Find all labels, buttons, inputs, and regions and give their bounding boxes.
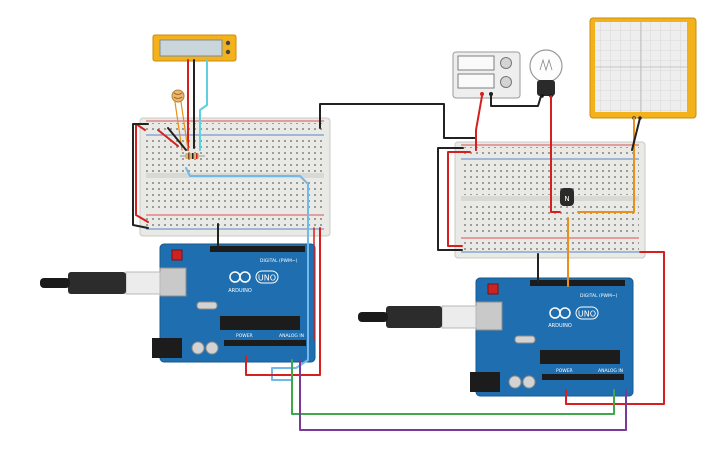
lcd-pin-icon — [225, 49, 231, 55]
wire-purple — [299, 359, 627, 431]
usb-port — [475, 301, 503, 331]
capacitor-icon — [522, 375, 536, 389]
power-supply[interactable] — [452, 51, 521, 99]
reset-button[interactable] — [171, 249, 183, 261]
power-analog-header — [224, 340, 306, 346]
power-jack — [470, 372, 500, 392]
left-usb-cable — [40, 271, 161, 295]
analog-label: ANALOG IN — [598, 368, 623, 374]
wire-lcd-cyan — [199, 59, 208, 151]
wire-scope-orange — [577, 117, 635, 213]
logo-text: ARDUINO — [228, 288, 252, 294]
transistor[interactable]: N — [560, 188, 574, 206]
capacitor-icon — [508, 375, 522, 389]
microcontroller-chip — [540, 350, 620, 364]
wire-right-rail-black — [437, 147, 464, 251]
lcd-display[interactable] — [152, 34, 237, 62]
wire-ps-red — [475, 95, 483, 151]
power-analog-header — [542, 374, 624, 380]
photoresistor[interactable] — [171, 89, 185, 103]
reset-button[interactable] — [487, 283, 499, 295]
arduino-logo-icon — [229, 271, 251, 283]
crystal-icon — [196, 301, 218, 310]
wire-bridge-black — [319, 103, 477, 151]
left-arduino[interactable]: UNO ARDUINO DIGITAL (PWM~) POWER ANALOG … — [152, 243, 316, 363]
wire-bulb-red — [550, 95, 561, 213]
digital-header — [210, 246, 305, 252]
wire-scope-black — [631, 117, 641, 151]
right-arduino[interactable]: UNO ARDUINO DIGITAL (PWM~) POWER ANALOG … — [470, 277, 634, 397]
wire-left-rail-black — [132, 123, 149, 229]
power-label: POWER — [236, 333, 253, 339]
wire-left-rail-red — [157, 129, 179, 147]
arduino-logo-icon — [549, 307, 571, 319]
microcontroller-chip — [220, 316, 300, 330]
wire-right-5v — [565, 251, 665, 405]
wire-left-rail-red — [135, 123, 149, 223]
usb-port — [159, 267, 187, 297]
wire-green — [291, 359, 615, 415]
power-label: POWER — [556, 368, 573, 374]
wire-ldr-leg — [174, 101, 183, 151]
terminal-icon — [480, 92, 484, 96]
right-usb-cable — [358, 305, 477, 329]
wire-ps-black — [490, 95, 542, 107]
right-breadboard[interactable] — [454, 141, 646, 259]
light-bulb[interactable] — [529, 49, 563, 98]
knob-icon[interactable] — [500, 57, 512, 69]
knob-icon[interactable] — [500, 76, 512, 88]
power-jack — [152, 338, 182, 358]
analog-label: ANALOG IN — [279, 333, 304, 339]
digital-header — [530, 280, 625, 286]
digital-label: DIGITAL (PWM~) — [260, 258, 298, 264]
capacitor-icon — [205, 341, 219, 355]
lcd-pin-icon — [225, 40, 231, 46]
wires — [132, 59, 665, 431]
logo-text: ARDUINO — [548, 323, 572, 329]
crystal-icon — [514, 335, 536, 344]
digital-label: DIGITAL (PWM~) — [580, 293, 618, 299]
model-label: UNO — [578, 310, 596, 319]
wire-ldr-leg — [180, 101, 189, 151]
terminal-icon — [489, 92, 493, 96]
capacitor-icon — [191, 341, 205, 355]
model-label: UNO — [258, 274, 276, 283]
transistor-label: N — [564, 195, 569, 203]
wire-arduino-5v — [245, 227, 321, 376]
wire-right-rail-red — [447, 151, 471, 247]
oscilloscope[interactable] — [589, 17, 697, 120]
wire-left-rail-black — [167, 127, 187, 151]
resistor[interactable] — [180, 153, 205, 159]
